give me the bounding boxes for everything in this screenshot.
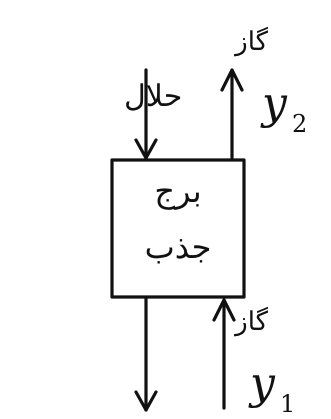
- gas-outlet-label: گاز y 2: [233, 26, 307, 138]
- gas-outlet-subscript: 2: [292, 110, 307, 138]
- gas-inlet-label: گاز y 1: [233, 306, 295, 418]
- solvent-label: حلال: [124, 79, 182, 114]
- gas-inlet-symbol: y: [248, 358, 276, 409]
- absorption-tower-box: [110, 158, 246, 299]
- solvent-inlet-arrow: [134, 68, 158, 160]
- gas-outlet-prefix: گاز: [233, 26, 268, 57]
- gas-outlet-arrow: [220, 68, 244, 162]
- gas-inlet-subscript: 1: [280, 390, 295, 418]
- gas-inlet-arrow: [212, 298, 236, 410]
- tower-label-line1: برج: [154, 172, 201, 210]
- gas-inlet-prefix: گاز: [233, 306, 268, 337]
- gas-outlet-symbol: y: [260, 78, 288, 129]
- tower-label-line2: جذب: [145, 228, 212, 266]
- liquid-outlet-arrow: [134, 297, 158, 412]
